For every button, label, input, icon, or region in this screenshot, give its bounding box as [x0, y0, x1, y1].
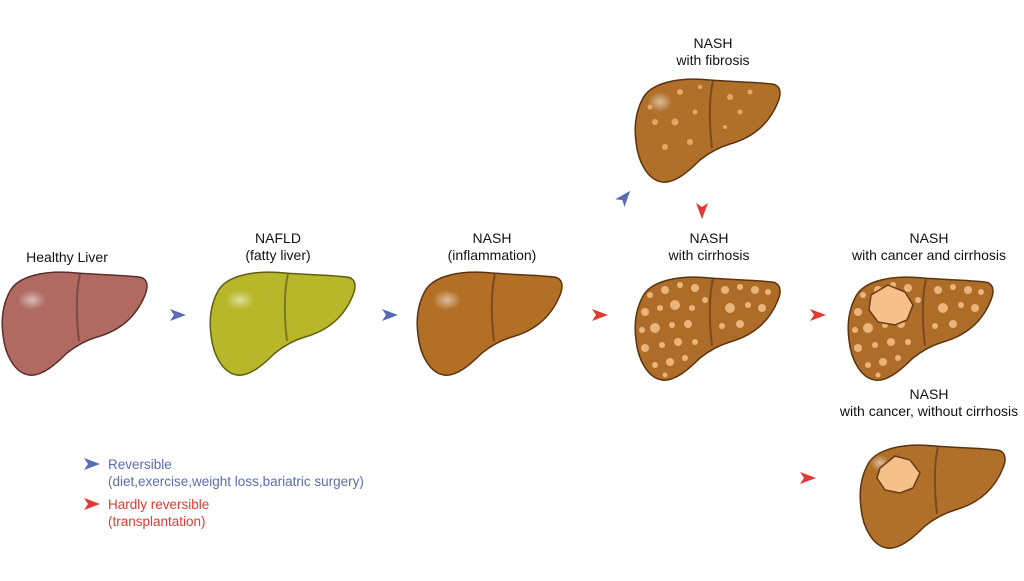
label-cancer-no-cirrhosis-line2: with cancer, without cirrhosis — [839, 403, 1019, 419]
label-cancer-no-cirrhosis-line1: NASH — [909, 386, 949, 402]
label-cancer-no-cirrhosis: NASH with cancer, without cirrhosis — [840, 386, 1018, 420]
liver-nash-cancer-cirrhosis — [847, 276, 994, 381]
liver-nash-cancer-no-cirrhosis — [859, 444, 1006, 549]
liver-healthy — [1, 271, 148, 376]
label-fibrosis-line2: with fibrosis — [676, 52, 750, 68]
label-cirrhosis-line2: with cirrhosis — [668, 247, 750, 263]
legend-reversible-title: Reversible — [108, 457, 172, 472]
arrowhead-red-icon — [84, 498, 100, 510]
arrow-fibrosis-cirrhosis — [696, 203, 708, 219]
arrow-to-cancer-no-cirrhosis — [800, 472, 816, 484]
label-healthy-line1: Healthy Liver — [26, 249, 108, 265]
legend-reversible-detail: (diet,exercise,weight loss,bariatric sur… — [108, 474, 364, 489]
liver-nash-inflammation — [416, 271, 563, 376]
legend-hardly-title: Hardly reversible — [108, 497, 210, 512]
label-cirrhosis-line1: NASH — [689, 230, 729, 246]
arrow-healthy-nafld — [170, 309, 186, 321]
label-nafld-line2: (fatty liver) — [245, 247, 311, 263]
arrowhead-blue-icon — [84, 458, 100, 470]
arrow-cirrhosis-cancer — [810, 309, 826, 321]
legend-hardly-reversible: Hardly reversible (transplantation) — [84, 496, 364, 530]
label-nafld: NAFLD (fatty liver) — [245, 230, 310, 264]
label-nash: NASH (inflammation) — [448, 230, 537, 264]
arrow-nash-cirrhosis — [592, 309, 608, 321]
liver-nash-cirrhosis — [634, 276, 781, 381]
legend-reversible: Reversible (diet,exercise,weight loss,ba… — [84, 456, 364, 490]
label-healthy: Healthy Liver — [26, 249, 108, 266]
liver-nafld — [209, 271, 356, 376]
liver-nash-fibrosis — [634, 78, 781, 183]
label-cirrhosis: NASH with cirrhosis — [669, 230, 750, 264]
legend-hardly-detail: (transplantation) — [108, 514, 206, 529]
label-fibrosis: NASH with fibrosis — [676, 35, 749, 69]
label-cancer-cirrhosis: NASH with cancer and cirrhosis — [852, 230, 1006, 264]
legend: Reversible (diet,exercise,weight loss,ba… — [84, 456, 364, 530]
label-cancer-cirrhosis-line2: with cancer and cirrhosis — [851, 247, 1007, 263]
label-nash-line2: (inflammation) — [447, 247, 537, 263]
label-nafld-line1: NAFLD — [255, 230, 301, 246]
label-nash-line1: NASH — [472, 230, 512, 246]
arrow-nash-fibrosis — [615, 190, 631, 207]
arrow-nafld-nash — [382, 309, 398, 321]
label-cancer-cirrhosis-line1: NASH — [909, 230, 949, 246]
label-fibrosis-line1: NASH — [693, 35, 733, 51]
